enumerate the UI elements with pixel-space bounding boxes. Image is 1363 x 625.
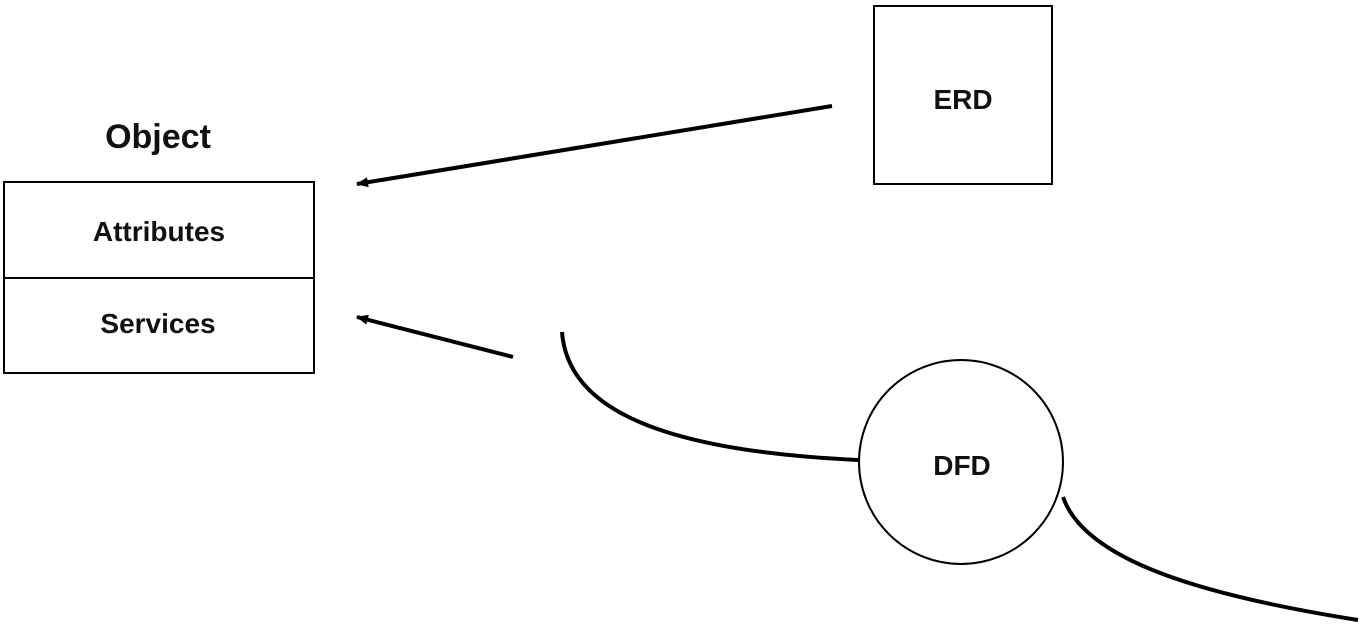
dfd-to-services-arrow [356,314,514,359]
services-label: Services [100,308,215,339]
object-title: Object [105,118,211,156]
dfd-inflow-curve [560,331,859,462]
attributes-label: Attributes [93,216,225,247]
services-compartment [3,277,315,374]
dfd-node: DFD [858,359,1064,565]
erd-box [873,5,1053,185]
dfd-outflow-curve [1061,496,1359,622]
erd-node: ERD [873,5,1053,185]
object-class-box: Object Attributes Services [3,118,315,374]
dfd-label: DFD [933,450,991,481]
dfd-circle [858,359,1064,565]
erd-label: ERD [933,84,992,115]
erd-to-attributes-arrow [356,104,833,188]
